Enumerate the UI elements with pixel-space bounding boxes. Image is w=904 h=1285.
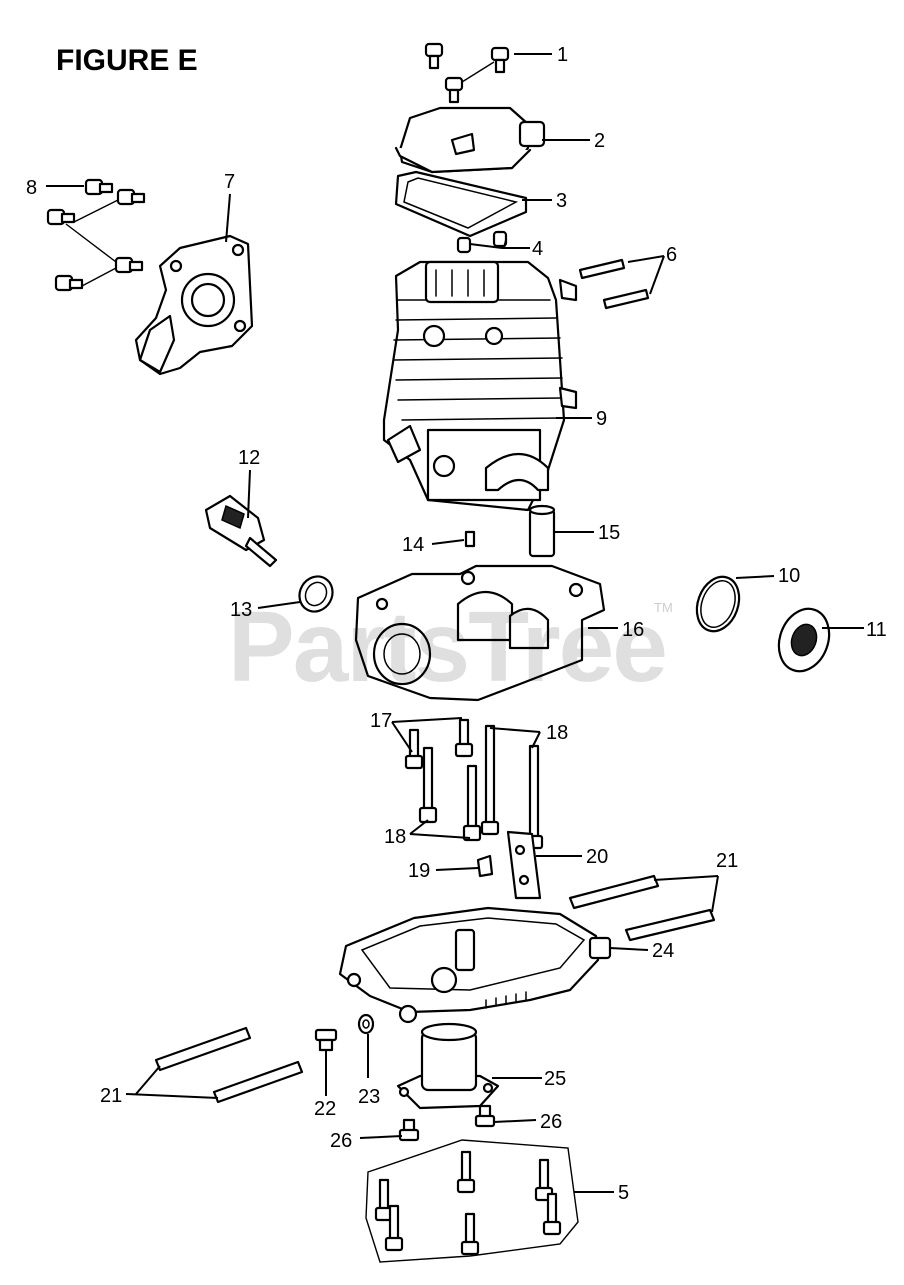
part-23-washer [357,1013,375,1035]
callout-26-left: 26 [330,1130,352,1152]
watermark-trademark: TM [654,600,673,615]
part-15-sleeve [528,504,556,558]
part-14-pin [464,530,476,548]
callout-17: 17 [370,710,392,732]
callout-5: 5 [618,1182,629,1204]
callout-18-upper: 18 [546,722,568,744]
part-5-bolt-kit [365,1139,579,1263]
part-25-filter [396,1022,500,1110]
part-7-cover-plate [134,234,254,376]
callout-19: 19 [408,860,430,882]
callout-13: 13 [230,599,252,621]
part-26-bolts [398,1104,496,1142]
part-1-screws [424,42,510,104]
parts-17-18-bolts [404,718,544,850]
callout-4: 4 [532,238,543,260]
callout-12: 12 [238,447,260,469]
part-10-o-ring [695,575,741,633]
part-20-plate [506,830,542,900]
callout-labels: 1 2 3 4 5 6 7 8 9 10 11 12 13 14 15 16 1… [26,44,887,1204]
part-12-sensor [204,494,278,568]
callout-18-lower: 18 [384,826,406,848]
part-24-oil-pan [338,906,612,1024]
callout-7: 7 [224,171,235,193]
part-13-seal [298,575,334,613]
callout-15: 15 [598,522,620,544]
figure-title: FIGURE E [56,44,198,77]
callout-3: 3 [556,190,567,212]
leader-lines [46,53,864,1193]
callout-23: 23 [358,1086,380,1108]
part-9-cylinder [382,260,578,512]
callout-16: 16 [622,619,644,641]
callout-26-right: 26 [540,1111,562,1133]
callout-1: 1 [557,44,568,66]
callout-21-left: 21 [100,1085,122,1107]
part-2-valve-cover [394,106,546,174]
watermark: PartsTree [228,591,668,703]
callout-22: 22 [314,1098,336,1120]
part-11-oil-seal [777,607,831,673]
callout-2: 2 [594,130,605,152]
part-22-bolt [314,1028,338,1052]
part-19-fitting [476,854,494,878]
callout-25: 25 [544,1068,566,1090]
callout-9: 9 [596,408,607,430]
callout-11: 11 [866,619,887,641]
callout-6: 6 [666,244,677,266]
part-3-gasket [394,170,528,238]
callout-21-right: 21 [716,850,738,872]
part-4-dowels [456,230,508,254]
callout-10: 10 [778,565,800,587]
callout-24: 24 [652,940,674,962]
callout-20: 20 [586,846,608,868]
part-8-screws [46,178,146,292]
part-16-crankcase [354,564,606,702]
callout-8: 8 [26,177,37,199]
part-6-pins [578,258,650,310]
callout-14: 14 [402,534,424,556]
